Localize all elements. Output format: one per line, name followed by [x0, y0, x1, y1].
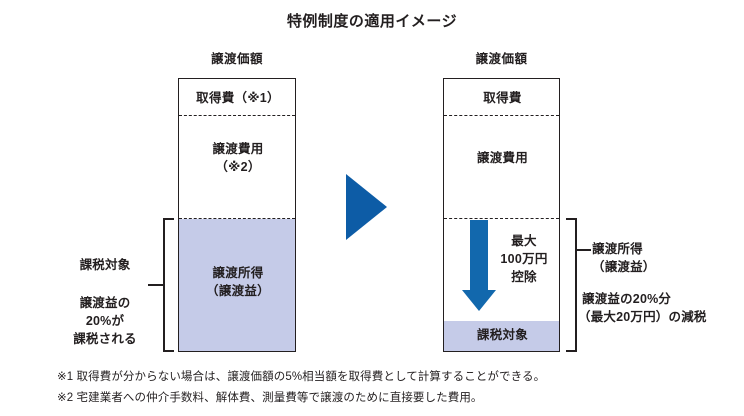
after-divider-2: [444, 218, 559, 219]
deduction-label-line2: 100万円: [500, 252, 548, 266]
after-segment-acquisition-cost-label: 取得費: [483, 91, 522, 105]
after-bracket-tick: [577, 249, 591, 251]
page-title: 特例制度の適用イメージ: [286, 13, 458, 30]
before-segment-capital-gain-fill: [179, 219, 295, 351]
before-callout-line2: 20%が: [85, 314, 125, 328]
footnote-2: ※2 宅建業者への仲介手数料、解体費、測量費等で譲渡のために直接要した費用。: [57, 392, 483, 404]
before-segment-transfer-expense-label-line2: （※2）: [215, 160, 261, 174]
after-callout-line4: （最大20万円）の減税: [578, 310, 707, 324]
before-bracket-tick: [148, 284, 164, 286]
deduction-label-line1: 最大: [511, 234, 537, 248]
before-segment-capital-gain-label-line2: （譲渡益）: [205, 284, 270, 298]
before-bar: 取得費（※1） 譲渡費用 （※2） 譲渡所得 （譲渡益）: [178, 78, 296, 352]
after-callout-line1: 譲渡所得: [592, 242, 643, 256]
before-callout-line1: 譲渡益の: [79, 296, 131, 310]
right-triangle-arrow-icon: [346, 174, 387, 240]
before-column-header: 譲渡価額: [210, 52, 263, 66]
before-callout-line3: 課税される: [73, 332, 137, 346]
deduction-down-arrow-head-icon: [462, 290, 496, 311]
before-segment-capital-gain-label-line1: 譲渡所得: [212, 266, 264, 280]
before-taxable-bracket: [163, 218, 174, 352]
after-segment-taxable-label: 課税対象: [476, 328, 529, 342]
after-callout-line3: 譲渡益の20%分: [582, 292, 672, 306]
after-bar: 取得費 譲渡費用 最大 100万円 控除 課税対象: [443, 78, 560, 352]
after-column-header: 譲渡価額: [475, 52, 528, 66]
before-divider-1: [179, 115, 295, 116]
before-segment-acquisition-cost-label: 取得費（※1）: [196, 91, 280, 105]
footnote-1: ※1 取得費が分からない場合は、譲渡価額の5%相当額を取得費として計算することが…: [57, 371, 546, 383]
after-segment-taxable-fill: [444, 321, 559, 351]
after-capital-gain-bracket: [566, 218, 577, 352]
deduction-down-arrow-shaft: [470, 220, 488, 290]
before-divider-2: [179, 218, 295, 219]
deduction-label-line3: 控除: [511, 270, 537, 284]
after-segment-transfer-expense-label: 譲渡費用: [476, 151, 529, 165]
before-callout-title: 課税対象: [79, 258, 131, 272]
after-callout-line2: （譲渡益）: [592, 260, 656, 274]
after-divider-1: [444, 115, 559, 116]
before-segment-transfer-expense-label-line1: 譲渡費用: [212, 142, 264, 156]
